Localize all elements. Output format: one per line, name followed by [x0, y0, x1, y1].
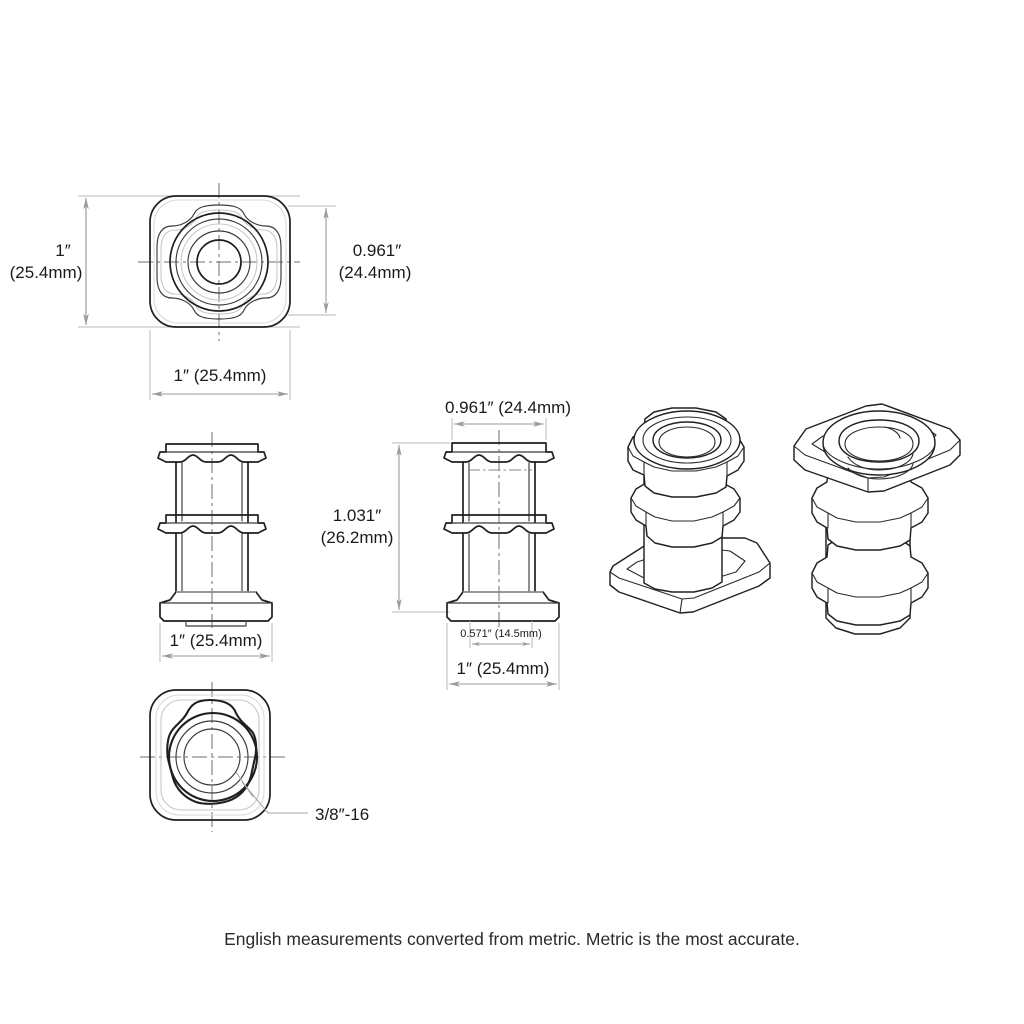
top-view-thread-major-circle	[180, 223, 258, 301]
front-view-top-barb	[157, 443, 267, 463]
dim-top-left-metric: (25.4mm)	[10, 263, 83, 282]
iso2-upper-barb-sides	[827, 512, 912, 529]
iso1-base-top-edge	[609, 562, 771, 600]
iso2-thread-turn-2	[844, 443, 914, 462]
iso2-lower-barb-edge	[811, 572, 929, 598]
iso1-head-ring-edge	[627, 446, 745, 472]
iso2-thread-start	[884, 426, 901, 439]
front-view-base-spigot	[185, 620, 247, 627]
iso2-flange-top-edge	[793, 439, 961, 479]
bottom-view-flange-outline	[149, 689, 271, 821]
dim-top-left-value: 1″	[55, 241, 70, 260]
front-view-mid-barb	[157, 514, 267, 534]
thread-leader-line	[241, 781, 308, 814]
section-view-upper-barrel-inner	[468, 462, 530, 522]
top-view-thread-minor-circle	[187, 230, 251, 294]
top-view-lobe-profile	[156, 204, 282, 320]
section-side-view: 0.961″ (24.4mm) 1.031″ (26.2mm)	[321, 398, 571, 690]
bottom-view-thread-circle	[183, 728, 241, 786]
top-view-mid-circle	[175, 218, 263, 306]
dim-top-right-value: 0.961″	[353, 241, 402, 260]
iso1-bore-inner	[658, 426, 716, 458]
section-view-lower-barrel-inner	[468, 533, 530, 592]
section-view-mid-barb	[443, 514, 555, 534]
iso2-upper-barb-edge	[811, 497, 929, 523]
iso1-lower-barb-sides	[645, 511, 724, 527]
section-view-upper-barrel	[462, 461, 536, 523]
bottom-view-flange-edge	[155, 694, 265, 816]
bottom-view-mid-circle	[175, 720, 249, 794]
iso1-base-corner	[679, 598, 683, 614]
drawing-caption: English measurements converted from metr…	[224, 929, 800, 949]
dim-section-bottom-width: 1″ (25.4mm)	[457, 659, 550, 678]
bottom-view-lobe-profile	[166, 698, 258, 805]
dim-section-inner-width: 0.571″ (14.5mm)	[460, 628, 542, 640]
iso2-lower-barb-sides	[827, 587, 912, 604]
dim-front-view-width: 1″ (25.4mm)	[170, 631, 263, 650]
iso2-hub-side	[822, 442, 936, 470]
iso1-bore-opening	[652, 421, 722, 459]
front-view-dimension: 1″ (25.4mm)	[159, 623, 273, 662]
thread-callout-label: 3/8″-16	[315, 805, 369, 824]
iso2-thread-turn-4	[847, 463, 914, 480]
iso2-thread-turn-1	[844, 426, 914, 445]
top-view-bore-circle	[196, 239, 242, 285]
front-view-lower-barrel-inner	[181, 533, 243, 592]
section-view-height-dimension: 1.031″ (26.2mm)	[321, 442, 450, 613]
dim-top-right-metric: (24.4mm)	[339, 263, 412, 282]
top-view-flange-inner-edge	[153, 199, 287, 324]
section-view-bottom-dimension: 1″ (25.4mm)	[446, 623, 560, 690]
front-view-base-flange	[159, 591, 273, 622]
iso1-top-face-mid	[642, 416, 732, 464]
front-view-upper-barrel	[175, 461, 249, 523]
section-view-base-flange	[446, 591, 560, 622]
front-view-upper-barrel-inner	[181, 462, 243, 522]
bottom-view-outer-circle	[167, 711, 259, 803]
iso2-bore-opening	[838, 419, 920, 463]
section-view-top-dimension: 0.961″ (24.4mm)	[445, 398, 571, 440]
dim-section-height-metric: (26.2mm)	[321, 528, 394, 547]
isometric-view-upright	[609, 407, 771, 614]
top-view-flange-outline	[149, 195, 291, 328]
iso1-lower-barb-edge	[630, 497, 741, 522]
top-view-lobe-profile-ghost	[160, 209, 278, 315]
isometric-view-inverted	[793, 403, 961, 635]
iso1-head-ring-sides	[643, 461, 728, 477]
top-view-outer-circle	[169, 212, 269, 312]
section-view-lower-barrel	[462, 532, 536, 593]
top-view: 1″ (25.4mm) 0.961″ (24.4mm) 1″ (25.4mm)	[10, 183, 412, 400]
section-view-top-barb	[443, 442, 555, 463]
dim-section-height-value: 1.031″	[333, 506, 382, 525]
front-side-view: 1″ (25.4mm)	[157, 432, 273, 662]
iso2-thread-turn-3	[847, 453, 914, 471]
bottom-view: 3/8″-16	[140, 682, 369, 832]
front-view-lower-barrel	[175, 532, 249, 593]
dim-top-bottom-value: 1″ (25.4mm)	[174, 366, 267, 385]
dim-section-top-width: 0.961″ (24.4mm)	[445, 398, 571, 417]
section-view-inner-dimension: 0.571″ (14.5mm)	[460, 621, 542, 648]
